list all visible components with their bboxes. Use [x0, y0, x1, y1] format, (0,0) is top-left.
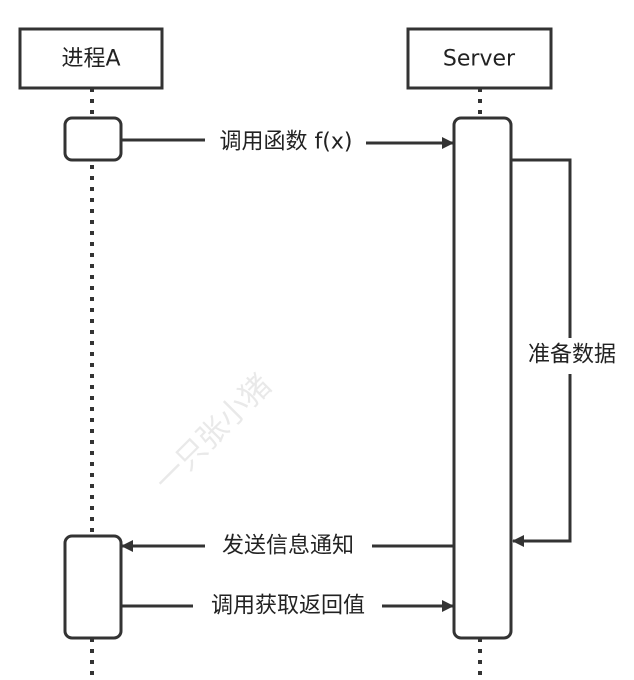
message-send-notification: 发送信息通知	[121, 534, 454, 559]
message-get-return-value-label: 调用获取返回值	[211, 594, 365, 619]
participant-server: Server	[406, 27, 553, 90]
message-get-return-value: 调用获取返回值	[121, 594, 454, 619]
message-prepare-data: 准备数据	[511, 158, 628, 547]
message-call-function: 调用函数 f(x)	[121, 130, 454, 155]
message-prepare-data-label-bg	[518, 338, 628, 374]
activation-process-a-bottom	[63, 534, 123, 640]
message-call-function-label: 调用函数 f(x)	[220, 130, 353, 155]
participant-process-a-label: 进程A	[61, 47, 120, 72]
activation-process-a-top	[63, 116, 123, 162]
participant-server-label: Server	[443, 47, 516, 72]
message-prepare-data-label: 准备数据	[528, 343, 616, 368]
watermark-text: 一只张小猪	[148, 368, 279, 499]
participant-process-a: 进程A	[18, 27, 164, 90]
activation-server	[452, 116, 513, 640]
message-send-notification-label: 发送信息通知	[222, 534, 354, 559]
